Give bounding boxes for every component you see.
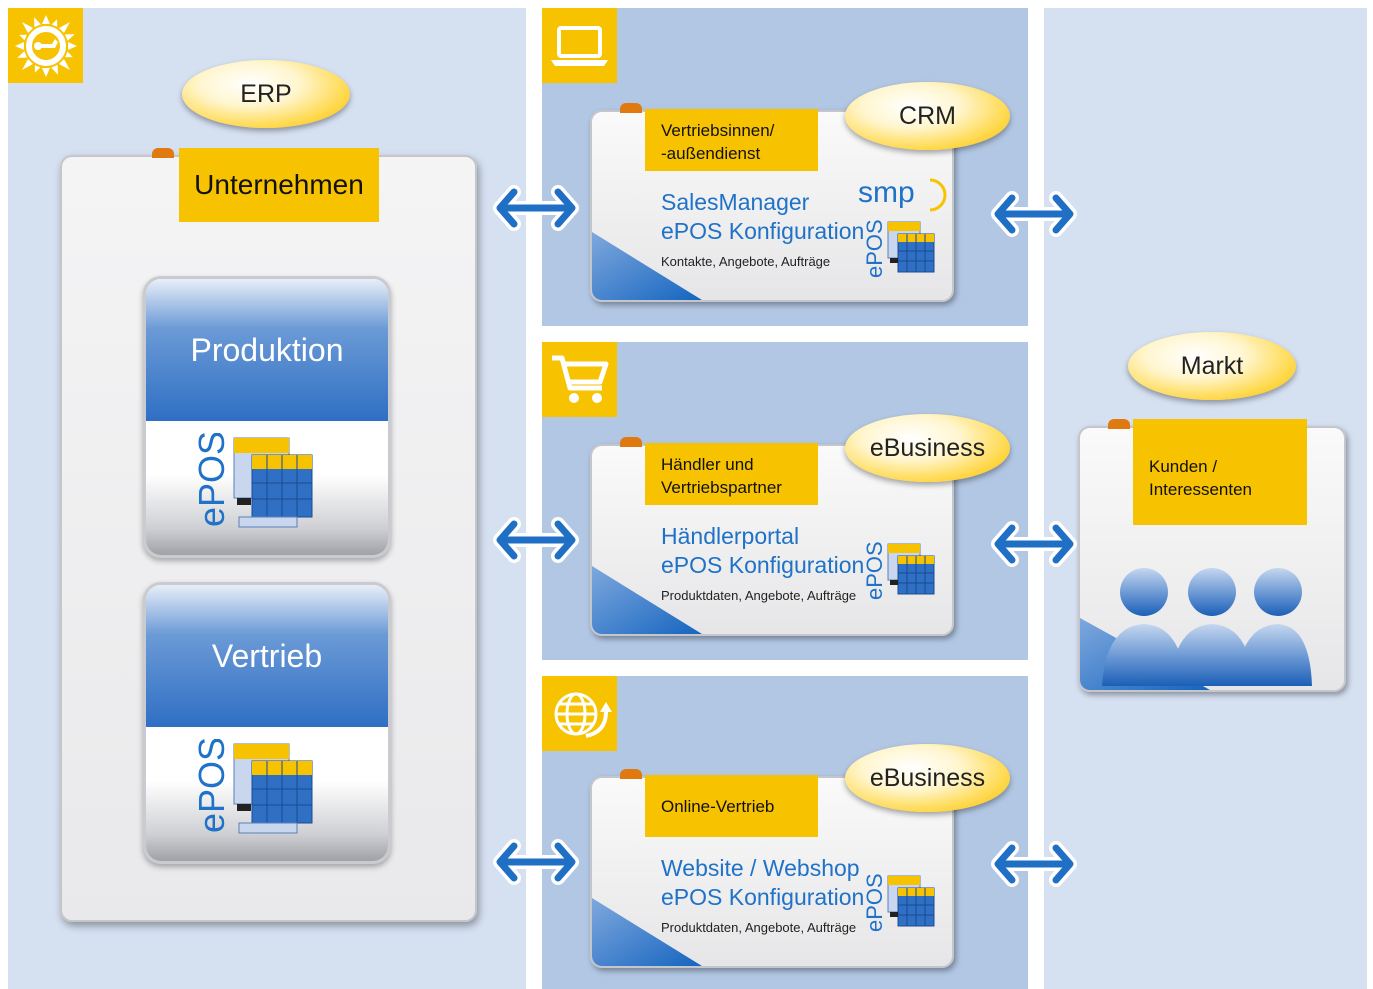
production-header: Produktion bbox=[146, 279, 388, 421]
epos-logo-icon: ePOS bbox=[194, 433, 313, 528]
dealer-badge: eBusiness bbox=[845, 414, 1010, 482]
sales-module: Vertrieb ePOS bbox=[143, 582, 391, 864]
crm-details: Kontakte, Angebote, Aufträge bbox=[661, 254, 831, 269]
online-badge-label: eBusiness bbox=[869, 763, 986, 792]
epos-logo-icon: ePOS bbox=[862, 219, 935, 278]
company-tab bbox=[152, 148, 174, 158]
double-arrow-icon bbox=[493, 839, 579, 885]
crm-title-line1: SalesManager bbox=[661, 189, 810, 215]
crm-badge: CRM bbox=[845, 82, 1010, 150]
sales-body: ePOS bbox=[146, 727, 388, 861]
market-tag-line2: Interessenten bbox=[1149, 480, 1253, 499]
globe-icon bbox=[542, 676, 617, 751]
market-tag-line1: Kunden / bbox=[1149, 457, 1218, 476]
online-badge: eBusiness bbox=[845, 744, 1010, 812]
double-arrow-icon bbox=[991, 191, 1077, 237]
svg-text:smp: smp bbox=[858, 176, 915, 209]
crm-tag-line2: -außendienst bbox=[661, 144, 761, 163]
double-arrow-icon bbox=[493, 517, 579, 563]
dealer-title-line2: ePOS Konfiguration bbox=[661, 552, 865, 578]
market-tab bbox=[1108, 419, 1130, 429]
crm-title-line2: ePOS Konfiguration bbox=[661, 218, 865, 244]
production-title: Produktion bbox=[190, 331, 344, 368]
settings-sun-icon bbox=[8, 8, 83, 83]
blue-corner-decoration bbox=[592, 898, 702, 966]
market-tag: Kunden / Interessenten bbox=[1133, 419, 1307, 525]
smp-logo: smp bbox=[858, 174, 948, 219]
production-body: ePOS bbox=[146, 421, 388, 555]
dealer-tag-line1: Händler und bbox=[661, 455, 754, 474]
laptop-icon bbox=[542, 8, 617, 83]
market-badge-label: Markt bbox=[1180, 351, 1244, 380]
blue-corner-decoration bbox=[592, 566, 702, 634]
epos-logo-icon: ePOS bbox=[194, 739, 313, 834]
svg-text:ePOS: ePOS bbox=[194, 739, 232, 833]
double-arrow-icon bbox=[991, 841, 1077, 887]
sales-title: Vertrieb bbox=[211, 637, 323, 674]
online-title-line2: ePOS Konfiguration bbox=[661, 884, 865, 910]
production-module: Produktion ePOS bbox=[143, 276, 391, 558]
epos-logo-icon: ePOS bbox=[862, 541, 935, 600]
svg-text:ePOS: ePOS bbox=[862, 873, 887, 932]
erp-label: ERP bbox=[240, 79, 292, 108]
online-tag-line1: Online-Vertrieb bbox=[661, 797, 775, 816]
sales-header: Vertrieb bbox=[146, 585, 388, 727]
people-icon bbox=[1102, 568, 1312, 686]
dealer-badge-label: eBusiness bbox=[869, 433, 986, 462]
online-tag: Online-Vertrieb bbox=[645, 775, 818, 837]
dealer-tab bbox=[620, 437, 642, 447]
double-arrow-icon bbox=[991, 521, 1077, 567]
dealer-title-line1: Händlerportal bbox=[661, 523, 800, 549]
epos-logo-icon: ePOS bbox=[862, 873, 935, 932]
svg-text:ePOS: ePOS bbox=[194, 433, 232, 527]
svg-text:ePOS: ePOS bbox=[862, 219, 887, 278]
company-title-tag: Unternehmen bbox=[179, 148, 379, 222]
crm-badge-label: CRM bbox=[899, 101, 956, 130]
erp-badge: ERP bbox=[182, 60, 350, 128]
blue-corner-decoration bbox=[592, 232, 702, 300]
dealer-tag-line2: Vertriebspartner bbox=[661, 478, 782, 497]
svg-text:ePOS: ePOS bbox=[862, 541, 887, 600]
online-tab bbox=[620, 769, 642, 779]
crm-tag-line1: Vertriebsinnen/ bbox=[661, 121, 775, 140]
online-details: Produktdaten, Angebote, Aufträge bbox=[661, 920, 857, 935]
double-arrow-icon bbox=[493, 185, 579, 231]
online-title-line1: Website / Webshop bbox=[661, 855, 860, 881]
dealer-title: Händlerportal ePOS Konfiguration bbox=[661, 522, 864, 580]
dealer-tag: Händler und Vertriebspartner bbox=[645, 443, 818, 505]
crm-title: SalesManager ePOS Konfiguration bbox=[661, 188, 864, 246]
company-title: Unternehmen bbox=[194, 169, 364, 200]
crm-tag: Vertriebsinnen/ -außendienst bbox=[645, 109, 818, 171]
dealer-details: Produktdaten, Angebote, Aufträge bbox=[661, 588, 857, 603]
crm-tab bbox=[620, 103, 642, 113]
shopping-cart-icon bbox=[542, 342, 617, 417]
market-badge: Markt bbox=[1128, 332, 1296, 400]
online-title: Website / Webshop ePOS Konfiguration bbox=[661, 854, 864, 912]
